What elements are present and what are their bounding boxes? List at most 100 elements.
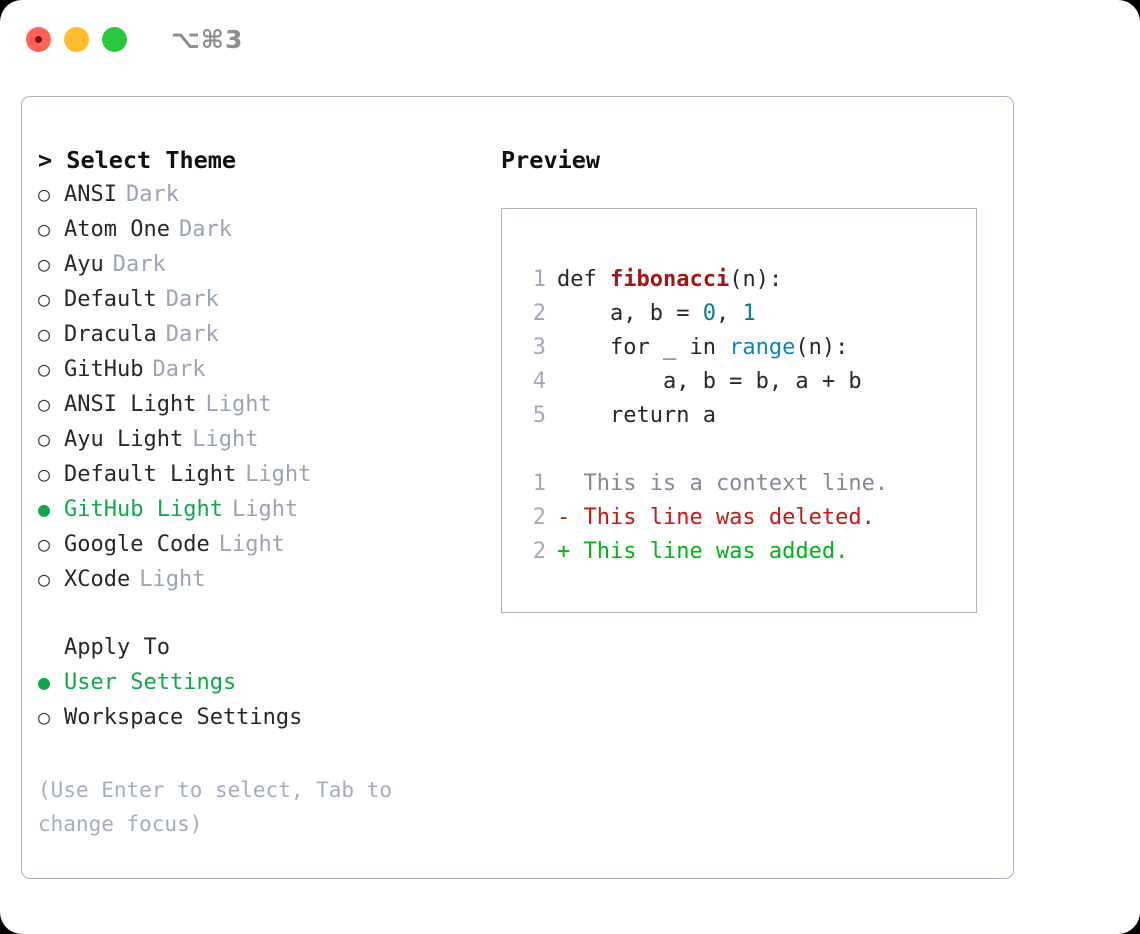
diff-line-content: This is a context line. [557, 471, 889, 496]
title-bar: ⌥⌘3 [0, 0, 1140, 78]
code-token: , [715, 301, 743, 326]
radio-unselected-icon: ○ [38, 392, 51, 416]
code-line-content: return a [557, 399, 716, 433]
theme-item-variant-tag: Dark [125, 182, 179, 207]
code-token: 0 [702, 301, 716, 326]
code-token: def [557, 267, 610, 292]
theme-item-variant-tag: Dark [165, 322, 219, 347]
theme-item-variant-tag: Dark [165, 287, 219, 312]
diff-line-number: 2 [532, 539, 546, 564]
code-line-number: 4 [532, 369, 546, 394]
theme-item-atom-one[interactable]: ○ Atom One Dark [38, 212, 498, 247]
select-theme-heading: > Select Theme [38, 146, 237, 174]
code-line-number: 2 [532, 301, 546, 326]
theme-item-label: Google Code [64, 532, 210, 557]
diff-line: 2 + This line was added. [522, 535, 970, 569]
code-token: return a [557, 403, 716, 428]
theme-item-variant-tag: Dark [152, 357, 206, 382]
theme-item-label: ANSI [64, 182, 117, 207]
radio-unselected-icon: ○ [38, 462, 51, 486]
apply-to-label: Apply To [64, 635, 170, 660]
radio-unselected-icon: ○ [38, 287, 51, 311]
code-token: range [729, 335, 796, 360]
radio-unselected-icon: ○ [38, 705, 51, 729]
apply-to-bullet-spacer: ○ [38, 631, 64, 665]
theme-item-ayu-light[interactable]: ○ Ayu Light Light [38, 422, 498, 457]
apply-to-option-workspace-settings[interactable]: ○ Workspace Settings [38, 700, 498, 735]
radio-unselected-icon: ○ [38, 182, 51, 206]
apply-to-option-label: User Settings [64, 670, 237, 695]
theme-item-variant-tag: Dark [178, 217, 232, 242]
code-line: 3 for _ in range(n): [522, 331, 970, 365]
theme-item-variant-tag: Dark [112, 252, 166, 277]
radio-unselected-icon: ○ [38, 357, 51, 381]
code-token: a, b = [557, 301, 703, 326]
preview-heading: Preview [501, 146, 601, 174]
theme-item-label: Ayu Light [64, 427, 184, 452]
diff-line-content: - This line was deleted. [557, 505, 875, 530]
code-line: 5 return a [522, 399, 970, 433]
code-token: a, b = b, a + b [557, 369, 862, 394]
code-line-content: a, b = 0, 1 [557, 297, 756, 331]
theme-item-dracula[interactable]: ○ Dracula Dark [38, 317, 498, 352]
code-token: (n): [795, 335, 849, 360]
diff-line-content: + This line was added. [557, 539, 849, 564]
radio-selected-icon: ● [38, 670, 51, 694]
close-window-button[interactable] [26, 26, 51, 52]
radio-selected-icon: ● [38, 497, 51, 521]
apply-to-option-user-settings[interactable]: ● User Settings [38, 665, 498, 700]
diff-block: 1 This is a context line. 2 - This line wa… [522, 467, 970, 569]
code-line: 1 def fibonacci(n): [522, 263, 970, 297]
code-token: (n): [729, 267, 783, 292]
radio-unselected-icon: ○ [38, 427, 51, 451]
radio-unselected-icon: ○ [38, 252, 51, 276]
theme-item-variant-tag: Light [245, 462, 312, 487]
apply-to-options[interactable]: ● User Settings ○ Workspace Settings [38, 665, 498, 735]
code-line-number: 5 [532, 403, 546, 428]
apply-to-option-label: Workspace Settings [64, 705, 303, 730]
theme-item-ansi[interactable]: ○ ANSI Dark [38, 177, 498, 212]
code-line: 2 a, b = 0, 1 [522, 297, 970, 331]
code-line-number: 3 [532, 335, 546, 360]
theme-item-default-light[interactable]: ○ Default Light Light [38, 457, 498, 492]
theme-item-label: Default Light [64, 462, 237, 487]
theme-item-variant-tag: Light [192, 427, 259, 452]
theme-item-variant-tag: Light [218, 532, 285, 557]
theme-item-google-code[interactable]: ○ Google Code Light [38, 527, 498, 562]
keyboard-hint-text: (Use Enter to select, Tab to change focu… [38, 778, 393, 836]
radio-unselected-icon: ○ [38, 532, 51, 556]
diff-line-number: 2 [532, 505, 546, 530]
radio-unselected-icon: ○ [38, 567, 51, 591]
theme-item-variant-tag: Light [205, 392, 272, 417]
theme-item-label: Atom One [64, 217, 170, 242]
code-line-number: 1 [532, 267, 546, 292]
apply-to-heading: ○ Apply To [38, 631, 498, 665]
code-token: fibonacci [609, 267, 730, 292]
diff-line-number: 1 [532, 471, 546, 496]
radio-unselected-icon: ○ [38, 217, 51, 241]
code-line-content: for _ in range(n): [557, 331, 848, 365]
window-controls [26, 26, 127, 52]
code-token: 1 [742, 301, 756, 326]
code-token: for _ in [557, 335, 730, 360]
theme-item-variant-tag: Light [231, 497, 299, 522]
radio-unselected-icon: ○ [38, 322, 51, 346]
maximize-window-button[interactable] [102, 26, 127, 52]
keyboard-shortcut-label: ⌥⌘3 [171, 24, 244, 54]
theme-item-label: Dracula [64, 322, 157, 347]
minimize-window-button[interactable] [64, 26, 89, 52]
code-line-content: a, b = b, a + b [557, 365, 862, 399]
